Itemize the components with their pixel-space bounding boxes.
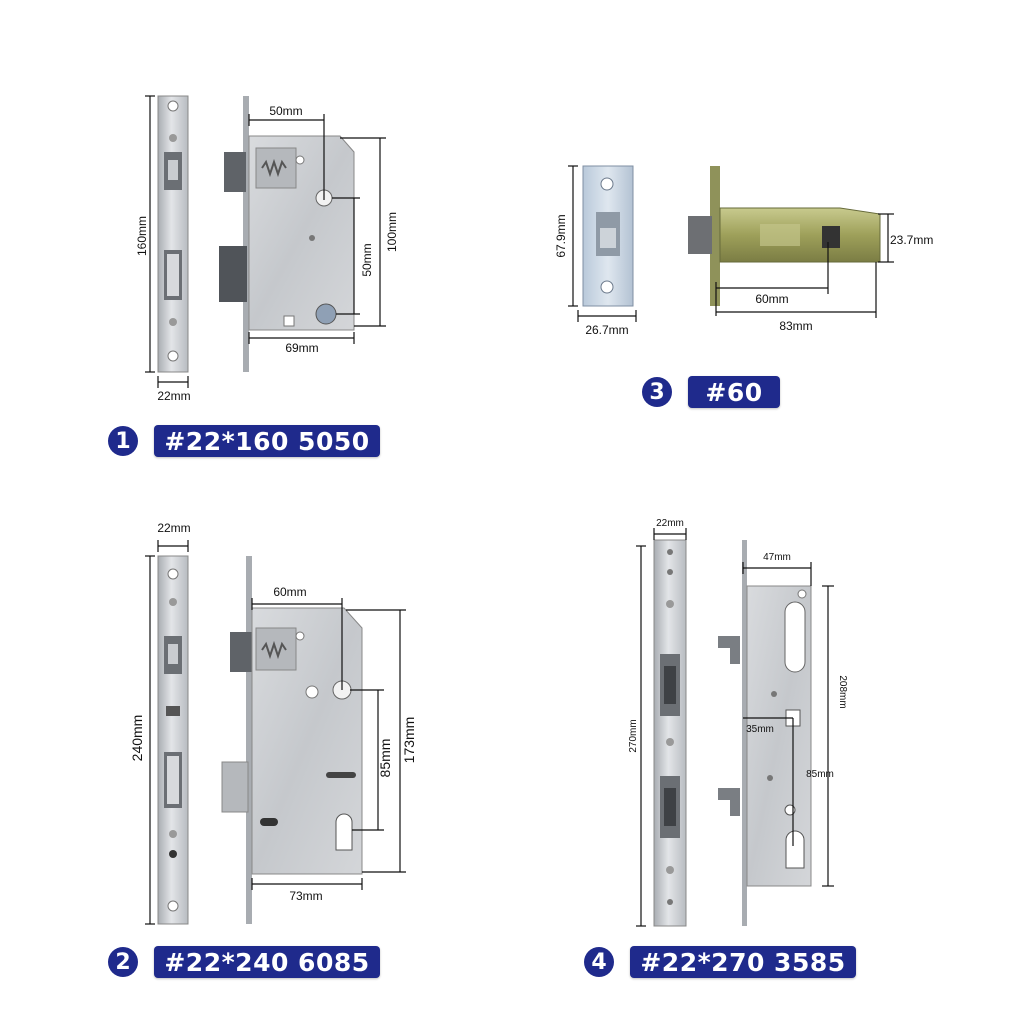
product-1-dim-faceplate-width: 22mm — [157, 389, 190, 403]
product-2-dim-height: 173mm — [401, 717, 417, 764]
product-2-dim-faceplate-length: 240mm — [129, 715, 145, 762]
product-4-lockbody — [718, 540, 812, 926]
product-4-dim-case-width: 47mm — [763, 552, 791, 563]
product-3-dim-thickness: 23.7mm — [890, 233, 933, 247]
product-3-dim-total: 83mm — [779, 319, 812, 333]
product-2-dimension-lines — [145, 540, 406, 925]
product-4-dim-center: 85mm — [806, 769, 834, 780]
product-3-dim-plate-width: 26.7mm — [585, 323, 628, 337]
product-3-dimension-lines — [568, 165, 894, 322]
product-4-dim-faceplate-length: 270mm — [628, 719, 639, 752]
product-4-dimension-lines — [636, 528, 834, 927]
product-3-dim-backset: 60mm — [755, 292, 788, 306]
product-3-number-badge: 3 — [642, 377, 672, 407]
product-4-number-badge: 4 — [584, 947, 614, 977]
product-2-number-badge: 2 — [108, 947, 138, 977]
product-4-dim-faceplate-width: 22mm — [656, 518, 684, 529]
product-1-dim-depth: 69mm — [285, 341, 318, 355]
product-2-dim-backset: 60mm — [273, 585, 306, 599]
product-1-dim-backset: 50mm — [269, 104, 302, 118]
product-2-dim-depth: 73mm — [289, 889, 322, 903]
product-4-faceplate — [653, 539, 687, 927]
product-1-dim-center: 50mm — [360, 243, 374, 276]
product-2-faceplate — [157, 555, 189, 925]
product-4-dim-height: 208mm — [837, 675, 848, 708]
product-1-number-badge: 1 — [108, 426, 138, 456]
product-2-dim-faceplate-width: 22mm — [157, 521, 190, 535]
product-3-code-label: #60 — [688, 376, 780, 408]
product-1-dimension-lines — [145, 95, 386, 388]
product-3-dim-plate-height: 67.9mm — [554, 214, 568, 257]
product-1-code-label: #22*160 5050 — [154, 425, 380, 457]
product-1-lockbody — [219, 96, 355, 372]
product-2-code-label: #22*240 6085 — [154, 946, 380, 978]
product-2-dim-center: 85mm — [377, 739, 393, 778]
product-4-code-label: #22*270 3585 — [630, 946, 856, 978]
product-1-faceplate — [157, 95, 189, 373]
product-1-dim-faceplate-length: 160mm — [135, 216, 149, 256]
product-3-tubular-latch — [688, 166, 881, 306]
product-1-dim-height: 100mm — [385, 212, 399, 252]
product-3-strike-plate — [582, 165, 634, 307]
product-2-lockbody — [221, 556, 363, 924]
product-4-dim-backset: 35mm — [746, 724, 774, 735]
